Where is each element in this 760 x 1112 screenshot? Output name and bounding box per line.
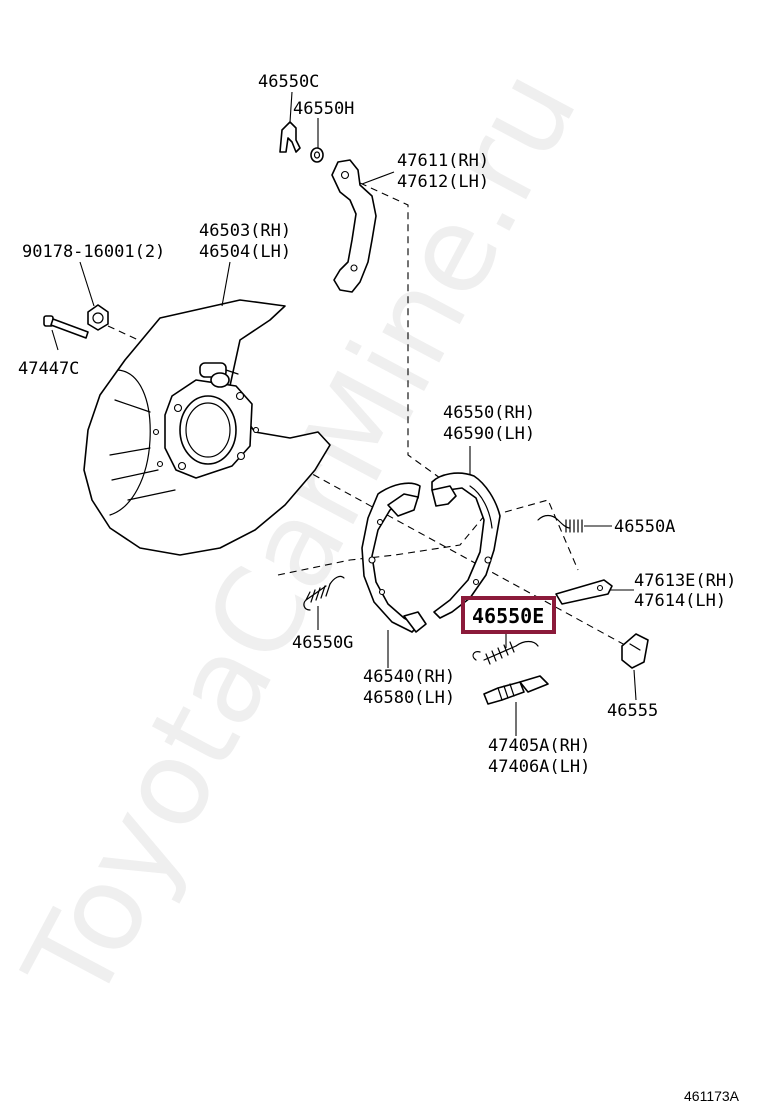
figure-id: 461173A xyxy=(684,1088,740,1104)
label-46550g[interactable]: 46550G xyxy=(292,633,353,653)
label-46580[interactable]: 46580(LH) xyxy=(363,688,455,708)
part-47611-parking-lever[interactable] xyxy=(331,159,377,293)
label-46550h[interactable]: 46550H xyxy=(293,99,354,119)
watermark-text: ToyotaCarMine.ru xyxy=(0,48,604,1024)
label-47406a[interactable]: 47406A(LH) xyxy=(488,757,590,777)
part-46550h-washer[interactable] xyxy=(310,147,324,163)
part-46550-brake-shoe[interactable] xyxy=(431,472,501,619)
label-47611[interactable]: 47611(RH) xyxy=(397,151,489,171)
label-47614[interactable]: 47614(LH) xyxy=(634,591,726,611)
highlight-box xyxy=(461,596,556,634)
part-46540-brake-shoe[interactable] xyxy=(361,482,427,633)
label-46504[interactable]: 46504(LH) xyxy=(199,242,291,262)
part-46555-hole-plug[interactable] xyxy=(621,633,649,669)
part-47405a-adjuster[interactable] xyxy=(483,675,549,705)
part-46550c-clip[interactable] xyxy=(279,121,301,153)
label-47405a[interactable]: 47405A(RH) xyxy=(488,736,590,756)
label-46555[interactable]: 46555 xyxy=(607,701,658,721)
label-46590[interactable]: 46590(LH) xyxy=(443,424,535,444)
label-46550e[interactable]: 46550E xyxy=(472,604,544,628)
part-labels: 46550C 46550H 47611(RH) 47612(LH) 90178-… xyxy=(18,72,736,777)
label-47613e[interactable]: 47613E(RH) xyxy=(634,571,736,591)
part-46503-backing-plate[interactable] xyxy=(83,299,331,556)
part-46550e-spring[interactable] xyxy=(472,640,539,665)
label-46503[interactable]: 46503(RH) xyxy=(199,221,291,241)
part-46550a-spring[interactable] xyxy=(537,514,583,533)
label-46540[interactable]: 46540(RH) xyxy=(363,667,455,687)
label-46550[interactable]: 46550(RH) xyxy=(443,403,535,423)
label-46550a[interactable]: 46550A xyxy=(614,517,675,537)
part-90178-nut[interactable] xyxy=(87,304,109,331)
label-46550c[interactable]: 46550C xyxy=(258,72,319,92)
assembly-dash-lines xyxy=(107,182,626,646)
part-46550g-spring[interactable] xyxy=(303,575,345,611)
label-47612[interactable]: 47612(LH) xyxy=(397,172,489,192)
part-47613e-strut[interactable] xyxy=(555,579,613,605)
part-47447c-bolt[interactable] xyxy=(43,315,89,339)
label-47447c[interactable]: 47447C xyxy=(18,359,79,379)
label-90178[interactable]: 90178-16001(2) xyxy=(22,242,165,262)
leader-lines xyxy=(51,91,637,736)
